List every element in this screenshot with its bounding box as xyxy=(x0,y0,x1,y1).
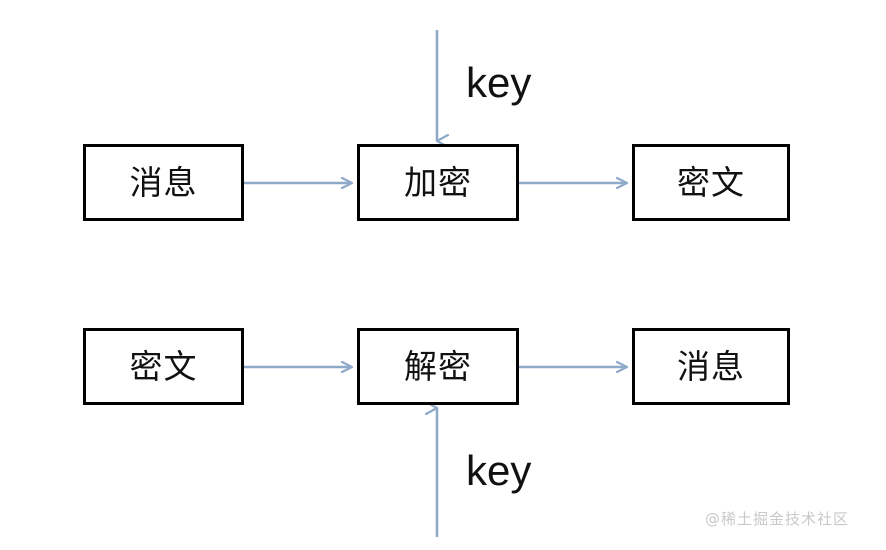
node-plaintext-out-label: 消息 xyxy=(677,347,745,386)
key-label-decrypt: key xyxy=(466,447,532,494)
node-decrypt-label: 解密 xyxy=(404,347,472,386)
node-ciphertext-out-label: 密文 xyxy=(677,163,745,202)
node-plaintext-out: 消息 xyxy=(632,328,790,405)
node-encrypt-label: 加密 xyxy=(404,163,472,202)
node-encrypt: 加密 xyxy=(357,144,519,221)
node-plaintext-in: 消息 xyxy=(83,144,244,221)
node-ciphertext-in: 密文 xyxy=(83,328,244,405)
node-plaintext-in-label: 消息 xyxy=(129,163,198,202)
watermark: @稀土掘金技术社区 xyxy=(705,510,850,528)
node-decrypt: 解密 xyxy=(357,328,519,405)
node-ciphertext-out: 密文 xyxy=(632,144,790,221)
node-ciphertext-in-label: 密文 xyxy=(129,347,198,386)
key-label-encrypt: key xyxy=(466,59,532,106)
